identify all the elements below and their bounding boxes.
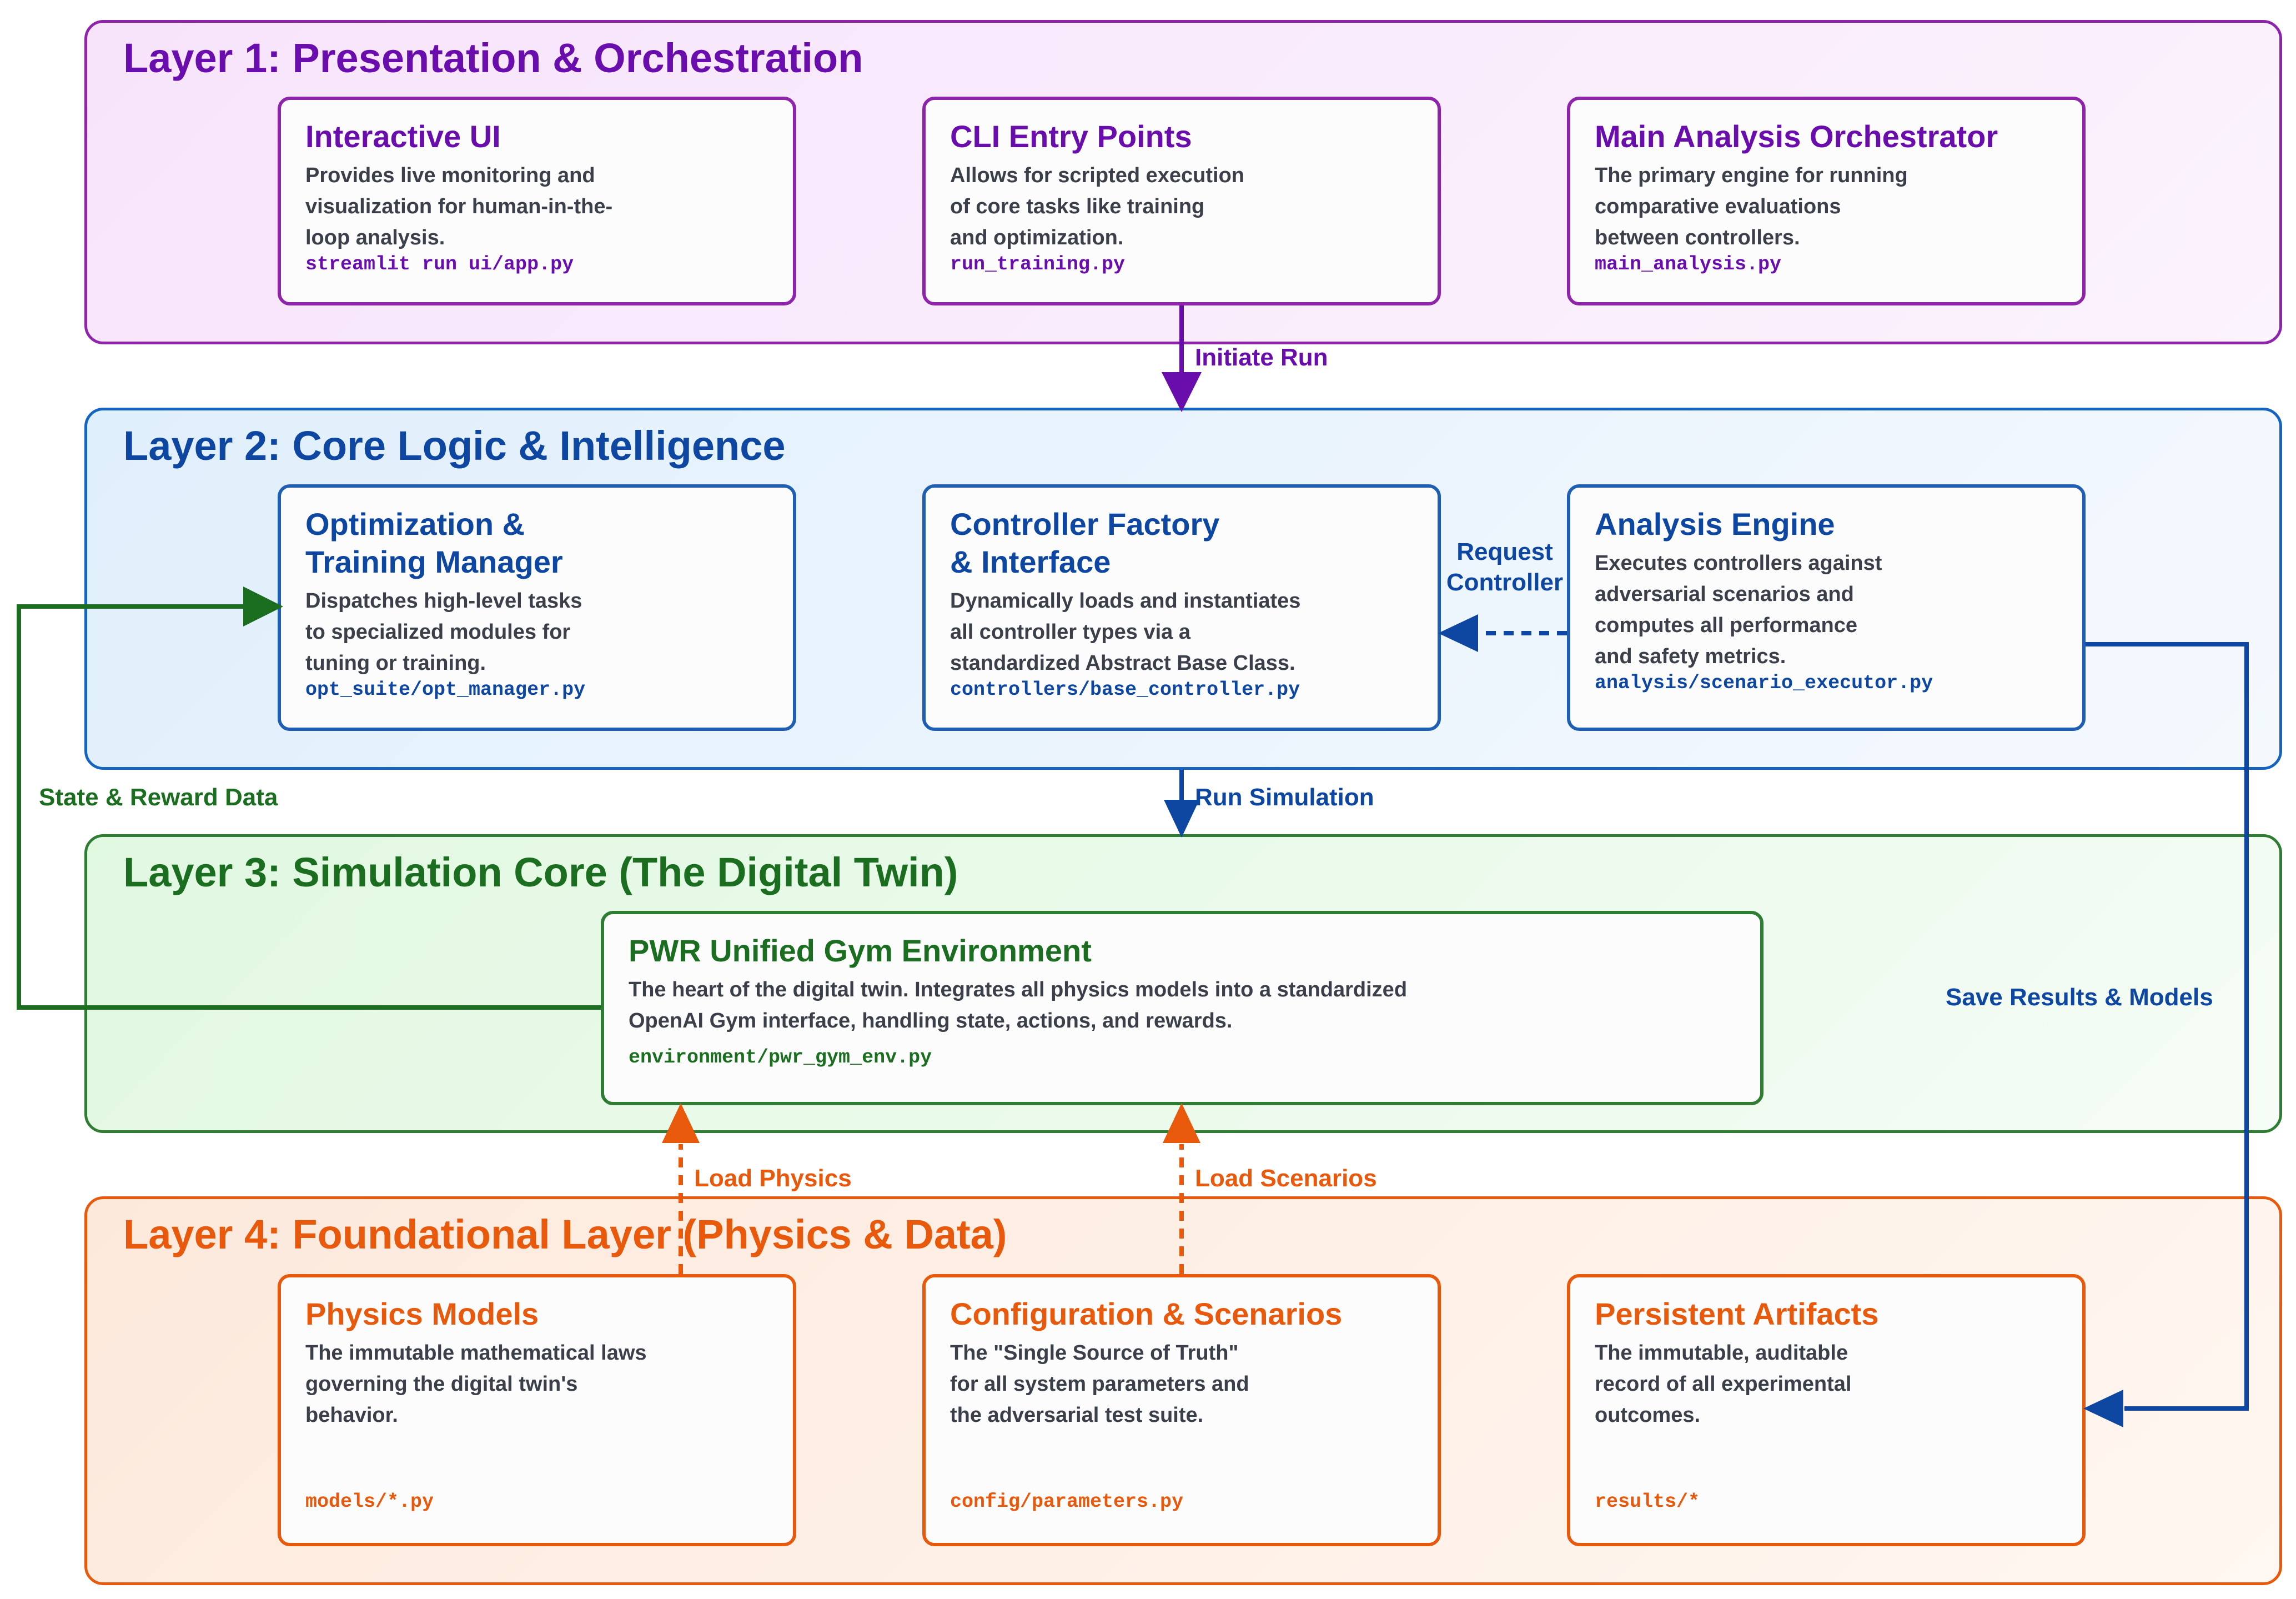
state-reward-arrow [17,587,601,1010]
card-title: Controller Factory & Interface [950,507,1220,579]
run-simulation-arrow [1164,770,1199,838]
cli-entry-points-card: CLI Entry Points Allows for scripted exe… [922,97,1441,305]
card-title: PWR Unified Gym Environment [629,933,1092,968]
run-simulation-label: Run Simulation [1195,784,1374,811]
request-controller-arrow [1438,614,1567,652]
initiate-run-label: Initiate Run [1195,344,1328,371]
save-results-label: Save Results & Models [1946,984,2213,1011]
card-description: The immutable mathematical laws governin… [305,1341,647,1427]
card-description: The heart of the digital twin. Integrate… [629,978,1408,1032]
card-code-path: config/parameters.py [950,1491,1184,1513]
analysis-engine-card: Analysis Engine Executes controllers aga… [1567,484,2086,731]
load-scenarios-arrow [1163,1103,1200,1274]
card-title: Interactive UI [305,119,501,154]
state-reward-label: State & Reward Data [39,784,278,811]
layer-1-title: Layer 1: Presentation & Orchestration [123,35,863,81]
main-analysis-orchestrator-card: Main Analysis Orchestrator The primary e… [1567,97,2086,305]
card-title: Optimization & Training Manager [305,507,563,579]
card-description: Provides live monitoring and visualizati… [305,164,613,249]
card-description: The immutable, auditable record of all e… [1595,1341,1852,1427]
persistent-artifacts-card: Persistent Artifacts The immutable, audi… [1567,1274,2086,1546]
card-title: Configuration & Scenarios [950,1296,1343,1331]
card-description: Executes controllers against adversarial… [1595,552,1882,668]
card-code-path: opt_suite/opt_manager.py [305,679,586,701]
optimization-training-manager-card: Optimization & Training Manager Dispatch… [278,484,796,731]
layer-3-title: Layer 3: Simulation Core (The Digital Tw… [123,849,958,895]
card-description: The "Single Source of Truth" for all sys… [950,1341,1249,1427]
card-code-path: environment/pwr_gym_env.py [629,1046,932,1069]
layer-4-title: Layer 4: Foundational Layer (Physics & D… [123,1211,1007,1257]
card-description: Dispatches high-level tasks to specializ… [305,589,582,675]
controller-factory-card: Controller Factory & Interface Dynamical… [922,484,1441,731]
card-code-path: streamlit run ui/app.py [305,253,574,275]
configuration-scenarios-card: Configuration & Scenarios The "Single So… [922,1274,1441,1546]
initiate-run-arrow [1162,305,1202,412]
load-scenarios-label: Load Scenarios [1195,1165,1377,1192]
card-title: Analysis Engine [1595,507,1835,542]
physics-models-card: Physics Models The immutable mathematica… [278,1274,796,1546]
pwr-gym-environment-card: PWR Unified Gym Environment The heart of… [601,911,1764,1105]
card-code-path: controllers/base_controller.py [950,679,1300,701]
layer-2-title: Layer 2: Core Logic & Intelligence [123,423,786,469]
card-title: Main Analysis Orchestrator [1595,119,1998,154]
load-physics-arrow [662,1103,700,1274]
card-code-path: results/* [1595,1491,1700,1513]
card-description: Allows for scripted execution of core ta… [950,164,1244,249]
interactive-ui-card: Interactive UI Provides live monitoring … [278,97,796,305]
card-title: Persistent Artifacts [1595,1296,1879,1331]
card-code-path: analysis/scenario_executor.py [1595,672,1933,694]
card-code-path: models/*.py [305,1491,434,1513]
request-controller-label: Request Controller [1446,538,1564,596]
card-code-path: main_analysis.py [1595,253,1782,275]
card-title: Physics Models [305,1296,539,1331]
card-description: The primary engine for running comparati… [1595,164,1908,249]
card-title: CLI Entry Points [950,119,1192,154]
save-results-arrow [2083,642,2249,1427]
load-physics-label: Load Physics [694,1165,852,1192]
card-description: Dynamically loads and instantiates all c… [950,589,1301,675]
card-code-path: run_training.py [950,253,1126,275]
